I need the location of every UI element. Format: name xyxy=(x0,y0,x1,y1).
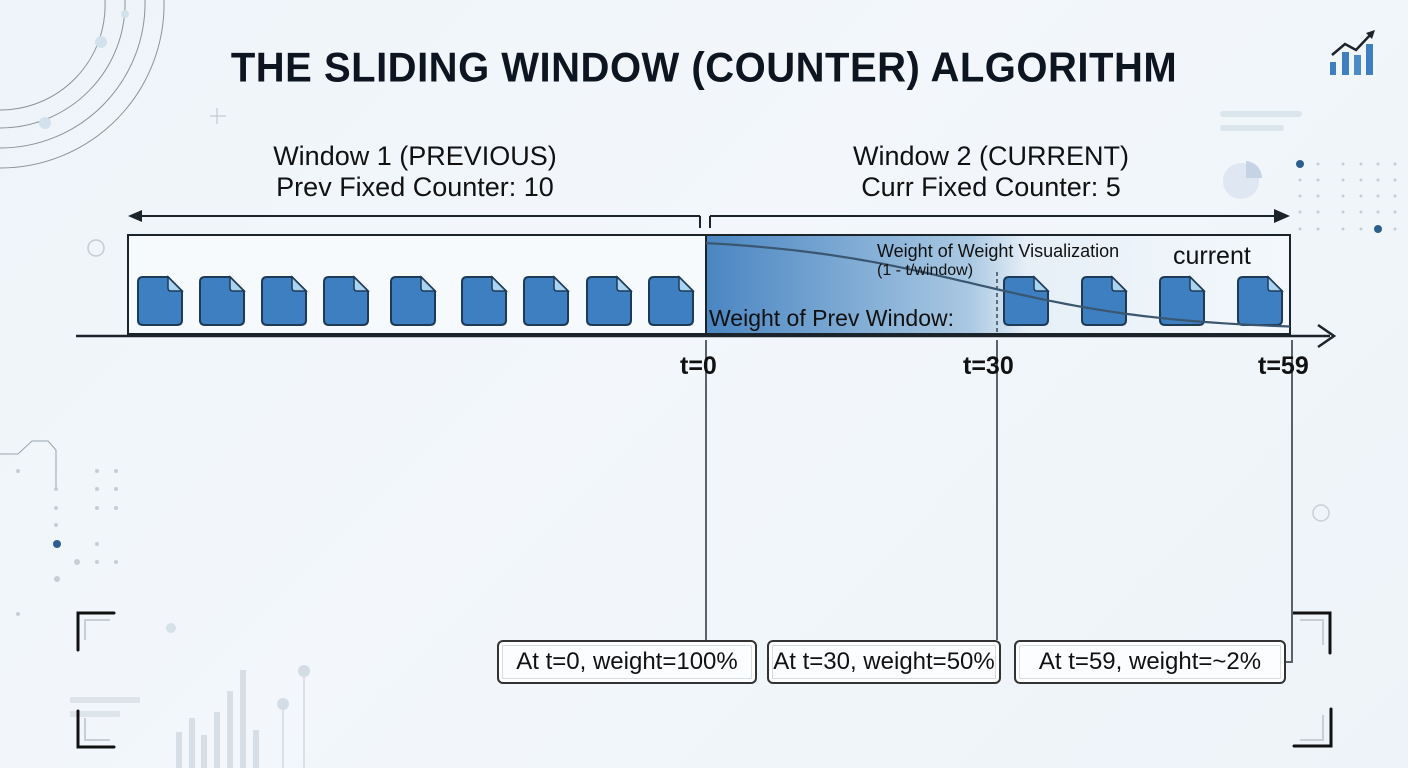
tick-label-t0: t=0 xyxy=(680,352,717,380)
tick-label-t59: t=59 xyxy=(1258,352,1309,380)
dot-grid-decoration xyxy=(1296,160,1397,233)
document-icon xyxy=(137,275,184,326)
current-request-icons xyxy=(1003,275,1284,326)
window-previous-counter: Prev Fixed Counter: 10 xyxy=(276,172,554,202)
orbit-decoration xyxy=(0,0,165,169)
document-icon xyxy=(390,275,437,326)
window-current-label: Window 2 (CURRENT) Curr Fixed Counter: 5 xyxy=(776,141,1206,203)
window-current-name: Window 2 (CURRENT) xyxy=(852,141,1130,171)
document-icon xyxy=(1081,275,1128,326)
window-current-counter: Curr Fixed Counter: 5 xyxy=(861,172,1121,202)
document-icon xyxy=(199,275,246,326)
weight-decay-curve xyxy=(705,242,1291,328)
callout-t59: At t=59, weight=~2% xyxy=(1014,640,1286,684)
leader-line-t59 xyxy=(1282,340,1293,663)
document-icon xyxy=(461,275,508,326)
visualization-title: Weight of Weight Visualization xyxy=(877,241,1120,261)
window-previous-name: Window 1 (PREVIOUS) xyxy=(273,141,557,171)
page-title: THE SLIDING WINDOW (COUNTER) ALGORITHM xyxy=(230,44,1178,92)
window-current-span-arrow xyxy=(709,209,1290,228)
callout-t30: At t=30, weight=50% xyxy=(767,640,1001,684)
dot-grid-left xyxy=(16,469,176,633)
tick-label-t30: t=30 xyxy=(963,352,1014,380)
document-icon xyxy=(523,275,570,326)
corner-brackets xyxy=(76,611,1333,749)
callout-t0: At t=0, weight=100% xyxy=(497,640,757,684)
document-icon xyxy=(323,275,370,326)
document-icon xyxy=(1003,275,1050,326)
window-previous-label: Window 1 (PREVIOUS) Prev Fixed Counter: … xyxy=(200,141,630,203)
document-icon xyxy=(261,275,308,326)
document-icon xyxy=(648,275,695,326)
window-previous-span-arrow xyxy=(128,210,701,228)
document-icon xyxy=(586,275,633,326)
pie-chart-icon xyxy=(1223,161,1263,199)
bar-chart-trend-icon xyxy=(1330,30,1375,75)
prev-weight-label: Weight of Prev Window: xyxy=(709,305,955,331)
callout-leader-lines xyxy=(705,340,1293,663)
weight-formula: (1 - t/window) xyxy=(877,262,974,279)
current-label: current xyxy=(1173,242,1251,270)
timeline-axis xyxy=(76,323,1337,349)
previous-request-icons xyxy=(137,275,695,326)
document-icon xyxy=(1237,275,1284,326)
bar-decoration-left xyxy=(176,670,259,768)
